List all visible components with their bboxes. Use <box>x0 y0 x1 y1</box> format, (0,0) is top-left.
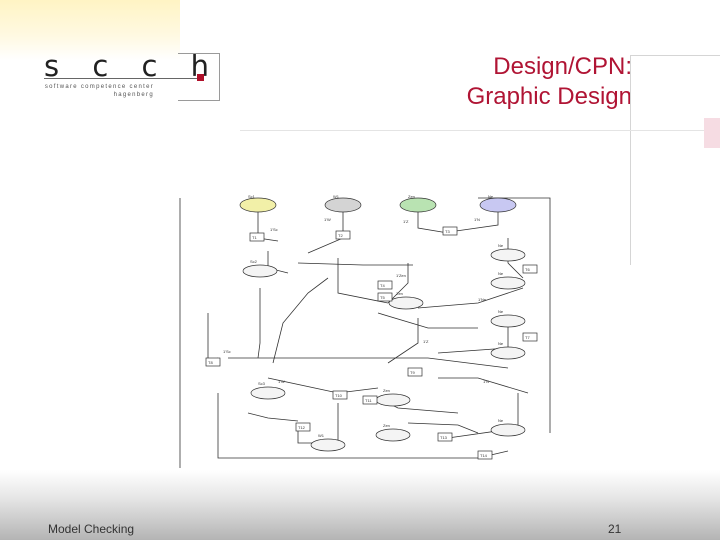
logo-rule <box>44 78 197 79</box>
svg-text:T5: T5 <box>380 295 385 300</box>
place-node <box>490 346 526 360</box>
logo-frame <box>178 53 220 101</box>
place-label: Zen <box>408 194 415 199</box>
decor-line-vertical <box>630 55 631 265</box>
place-node <box>310 438 346 452</box>
transition-node: T10 <box>332 390 348 400</box>
transition-node: T8 <box>205 357 221 367</box>
place-label: Zen <box>383 423 390 428</box>
place-label: Zen <box>383 388 390 393</box>
place-node <box>490 248 526 262</box>
transition-node: T14 <box>477 450 493 460</box>
svg-text:T14: T14 <box>480 453 488 458</box>
svg-text:T1: T1 <box>252 235 257 240</box>
svg-text:T12: T12 <box>298 425 306 430</box>
transition-node: T3 <box>442 226 458 236</box>
place-node <box>490 423 526 437</box>
arc-label: 1'Z <box>423 339 429 344</box>
page-number: 21 <box>608 522 622 536</box>
decor-line-horizontal <box>630 55 720 56</box>
place-label: W1 <box>318 433 325 438</box>
transition-node: T1 <box>249 232 265 242</box>
svg-text:T4: T4 <box>380 283 385 288</box>
diagram-place-labels: Sc1 W1 Zen Ne Sc2 Zen Ne Ne Ne Ne Sc3 Ze… <box>248 194 504 438</box>
place-label: Zen <box>396 291 403 296</box>
place-label: Ne <box>498 341 504 346</box>
arc-label: 1'N <box>474 217 480 222</box>
place-node <box>479 197 517 213</box>
decor-pink-block <box>704 118 720 148</box>
place-label: Ne <box>498 309 504 314</box>
place-node <box>490 314 526 328</box>
logo-subtitle-line2: hagenberg <box>113 92 154 98</box>
slide-title-line2: Graphic Design <box>466 83 632 110</box>
place-label: W1 <box>333 194 340 199</box>
place-label: Ne <box>488 194 494 199</box>
transition-node: T13 <box>437 432 453 442</box>
transition-node: T2 <box>335 230 351 240</box>
place-node <box>375 393 411 407</box>
transition-node: T9 <box>407 367 423 377</box>
arc-label: 1'N <box>483 379 489 384</box>
place-node <box>250 386 286 400</box>
diagram-places <box>239 197 526 452</box>
logo-subtitle: software competence center hagenberg <box>44 83 154 99</box>
corner-glow <box>0 0 180 60</box>
transition-node: T11 <box>362 395 378 405</box>
transition-node: T4 <box>377 280 393 290</box>
place-label: Sc2 <box>250 259 258 264</box>
place-label: Ne <box>498 243 504 248</box>
svg-text:T10: T10 <box>335 393 343 398</box>
svg-text:T3: T3 <box>445 229 450 234</box>
diagram-arc-labels: 1'Sc 1'W 1'Z 1'N 1'Zen 1'Ne 1'W 1'Sc 1'Z… <box>223 217 489 384</box>
place-label: Sc1 <box>248 194 256 199</box>
arc-label: 1'Z <box>403 219 409 224</box>
svg-text:T13: T13 <box>440 435 448 440</box>
arc-label: 1'W <box>278 379 285 384</box>
diagram-transitions: T1 T2 T3 T4 T5 T6 T7 T8 T9 T10 T11 T12 T… <box>205 226 538 460</box>
svg-text:T11: T11 <box>365 398 372 403</box>
place-node <box>490 276 526 290</box>
svg-text:T9: T9 <box>410 370 415 375</box>
arc-label: 1'Sc <box>223 349 231 354</box>
place-node <box>399 197 437 213</box>
logo-subtitle-line1: software competence center <box>44 84 154 90</box>
footer-band <box>0 470 720 540</box>
slide-title: Design/CPN: Graphic Design <box>332 52 632 112</box>
arc-label: 1'W <box>324 217 331 222</box>
place-label: Sc3 <box>258 381 266 386</box>
arc-label: 1'Ne <box>478 297 487 302</box>
place-node <box>242 264 278 278</box>
petri-net-diagram: Sc1 W1 Zen Ne Sc2 Zen Ne Ne Ne Ne Sc3 Ze… <box>179 194 551 468</box>
transition-node: T6 <box>522 264 538 274</box>
svg-text:T7: T7 <box>525 335 530 340</box>
footer-title: Model Checking <box>48 522 135 536</box>
logo-letters: s c c h <box>44 49 222 83</box>
slide-title-line1: Design/CPN: <box>493 53 632 80</box>
svg-text:T2: T2 <box>338 233 343 238</box>
place-label: Ne <box>498 418 504 423</box>
place-node <box>375 428 411 442</box>
arc-label: 1'Sc <box>270 227 278 232</box>
arc-label: 1'Zen <box>396 273 406 278</box>
transition-node: T12 <box>295 422 311 432</box>
place-label: Ne <box>498 271 504 276</box>
decor-line-title-underline <box>240 130 720 131</box>
transition-node: T5 <box>377 292 393 302</box>
logo-dot <box>197 74 204 81</box>
place-node <box>388 296 424 310</box>
transition-node: T7 <box>522 332 538 342</box>
place-node <box>324 197 362 213</box>
svg-text:T6: T6 <box>525 267 530 272</box>
svg-text:T8: T8 <box>208 360 213 365</box>
place-node <box>239 197 277 213</box>
